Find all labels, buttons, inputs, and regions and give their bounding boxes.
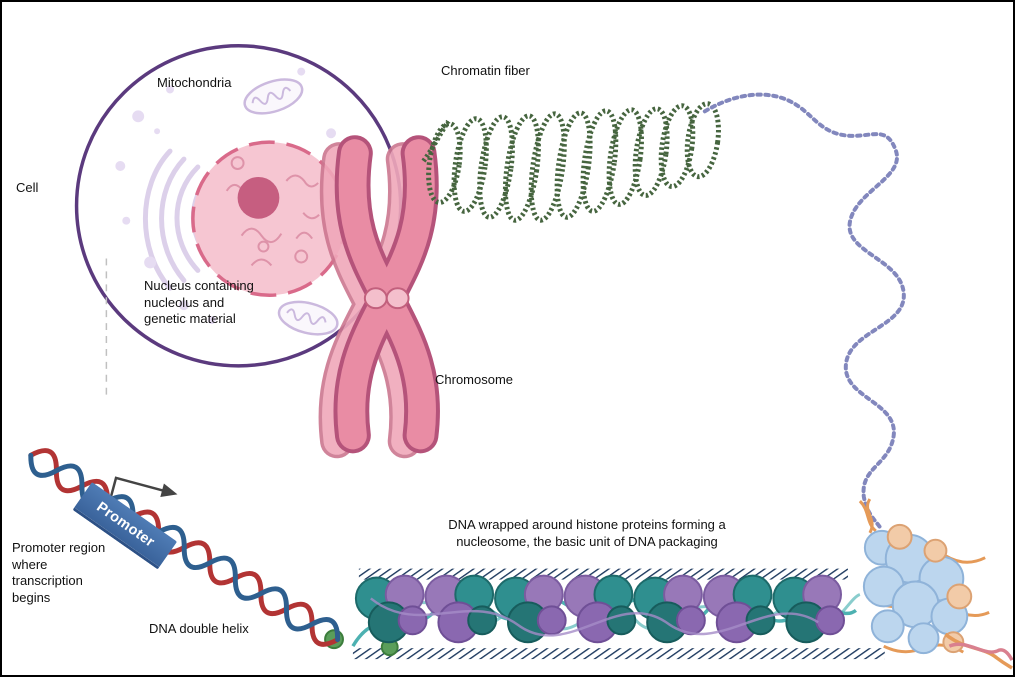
nucleus-label: Nucleus containing nucleolus and genetic…: [144, 278, 254, 327]
chromatin-fiber-coil: [421, 101, 721, 223]
centromere: [363, 287, 388, 310]
dna-band-top: [358, 568, 848, 580]
nucleosome-cluster: [633, 574, 706, 644]
dna-loop-strand: [702, 92, 906, 529]
centromere: [385, 287, 410, 310]
nucleosome-cluster: [772, 574, 845, 644]
dna-strand-purple: [370, 597, 819, 637]
promoter-region-label: Promoter region where transcription begi…: [12, 540, 106, 605]
nucleosome-cluster: [702, 574, 776, 644]
chromatin-fiber-label: Chromatin fiber: [441, 63, 530, 78]
cell-label: Cell: [16, 180, 39, 195]
nucleosome-cluster: [563, 574, 637, 644]
dna-strand-blue: [28, 452, 341, 643]
nucleosome-array: [324, 568, 885, 660]
dna-helix-tail: [944, 632, 1013, 670]
nucleosome-cluster: [494, 574, 567, 644]
chromosome-label: Chromosome: [435, 372, 514, 387]
histone-protein-cluster: [858, 498, 1013, 670]
histone-clusters: [354, 574, 845, 644]
mitochondria-label: Mitochondria: [157, 75, 232, 90]
chromosome-illustration: [318, 135, 440, 459]
nucleosome-caption: DNA wrapped around histone proteins form…: [448, 517, 726, 549]
dna-double-helix-label: DNA double helix: [149, 621, 249, 636]
dna-double-helix-illustration: [28, 448, 341, 647]
cell-illustration: [74, 44, 403, 398]
mitochondrion-icon: [243, 78, 304, 115]
nucleosome-cluster: [424, 574, 498, 644]
transcription-start-arrow-icon: [108, 476, 178, 502]
nucleolus: [237, 176, 280, 219]
mitochondrion-icon: [277, 300, 339, 336]
histone-tan-subunits: [886, 523, 973, 654]
dna-band-bottom: [352, 648, 885, 660]
